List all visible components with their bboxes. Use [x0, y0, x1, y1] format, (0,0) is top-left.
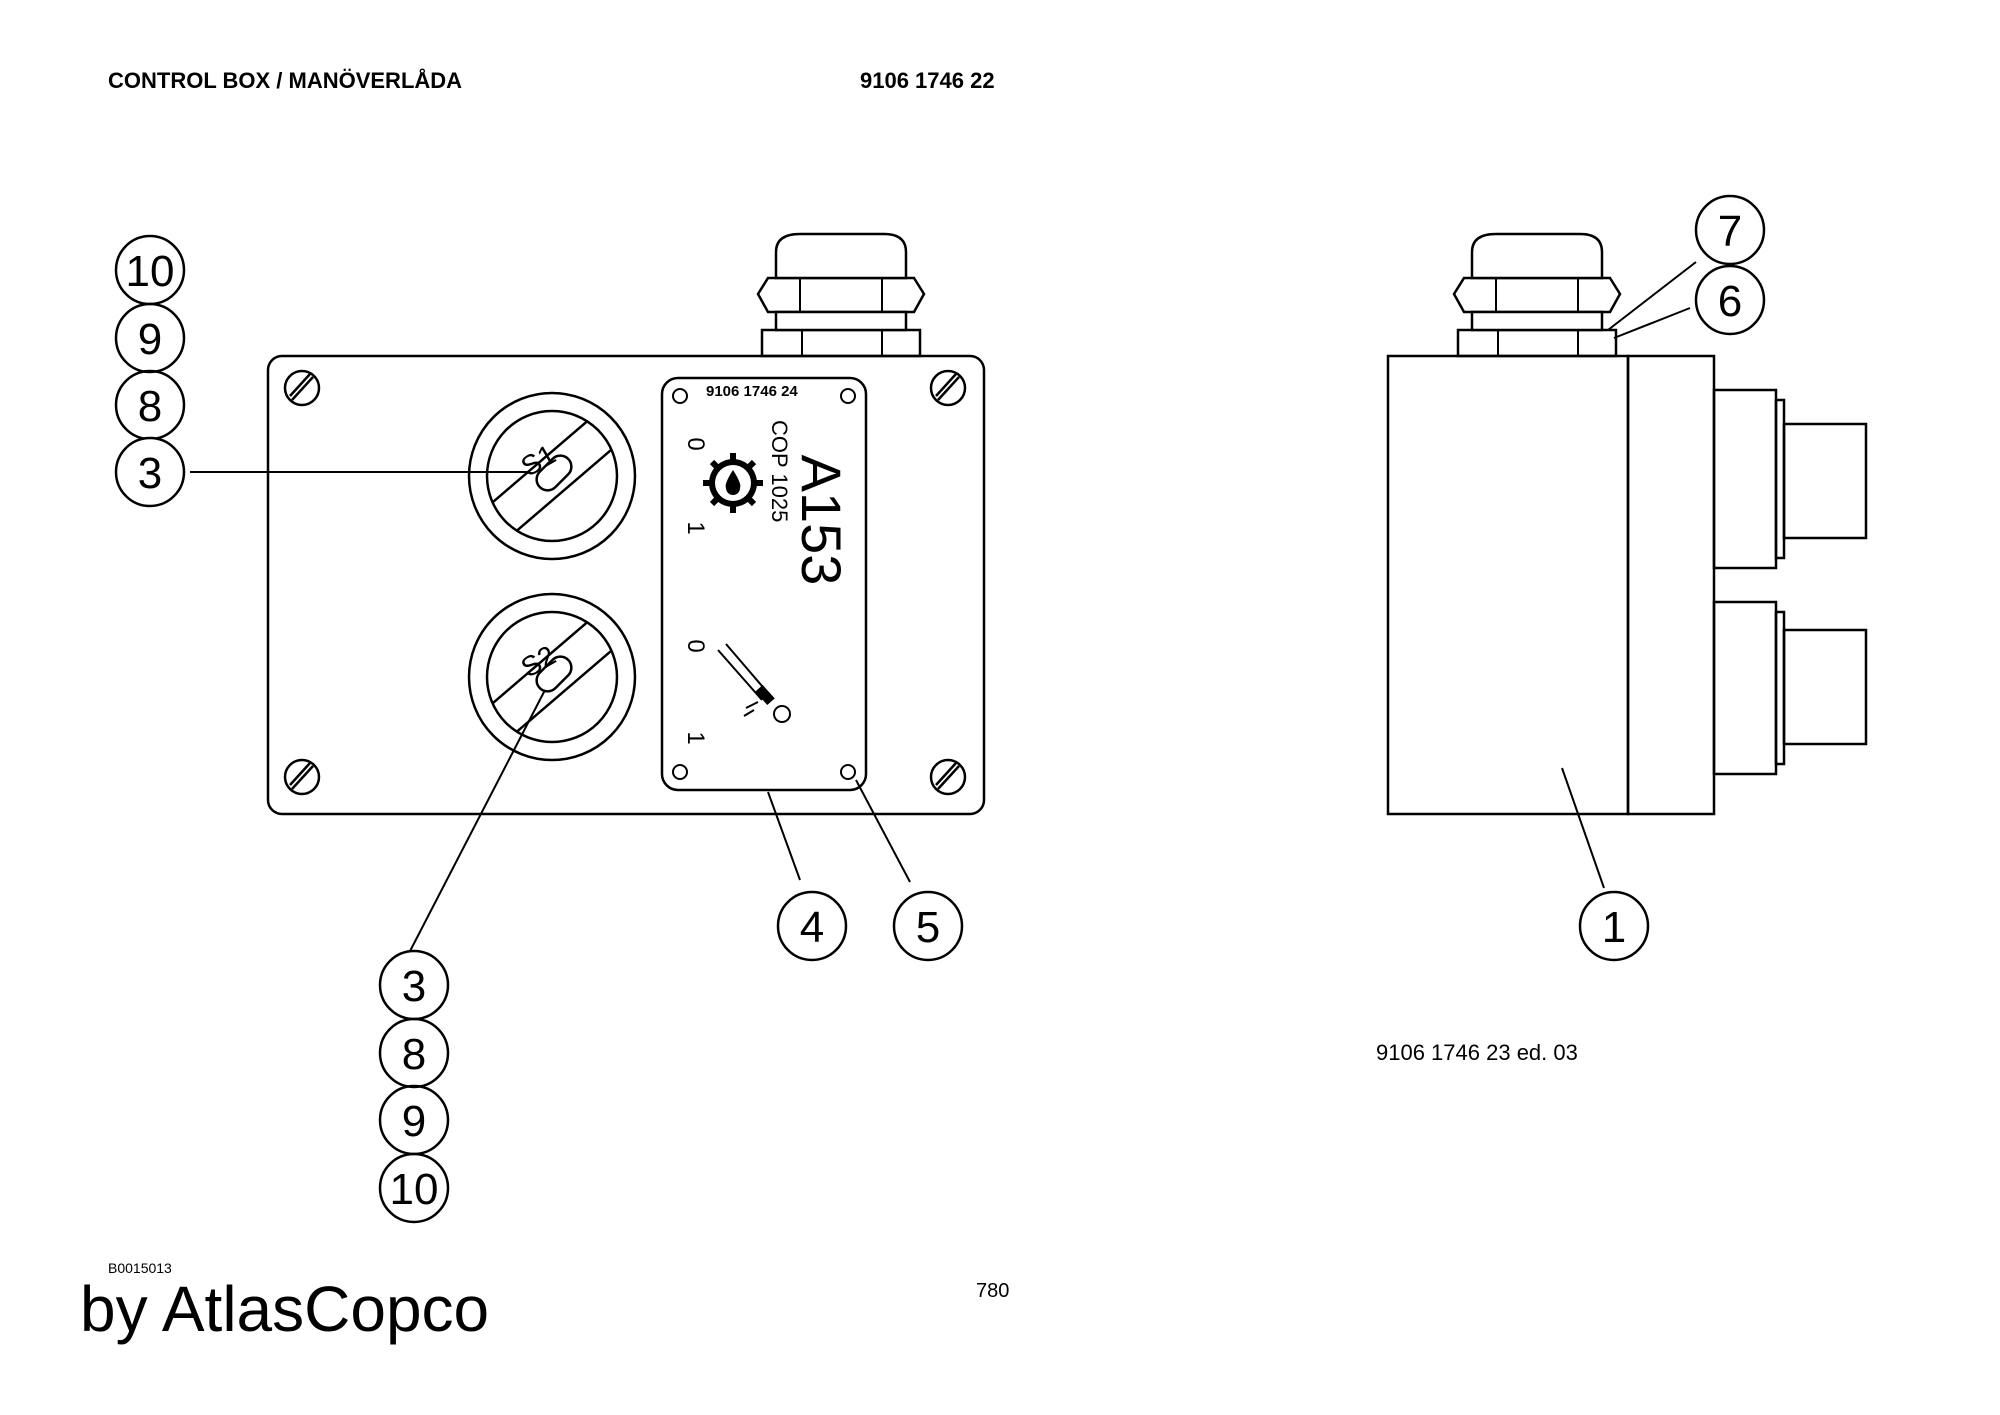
plate-s2-pos-1: 1 [682, 731, 709, 744]
svg-text:10: 10 [390, 1165, 439, 1214]
front-view: S1 S2 9106 1746 24 COP 1025 A153 0 1 0 [190, 232, 986, 956]
svg-text:10: 10 [126, 247, 175, 296]
image-reference: B0015013 [108, 1260, 172, 1276]
corner-screws [283, 369, 967, 796]
plate-part-number: 9106 1746 24 [706, 383, 798, 400]
callout-3-upper: 3 [114, 436, 186, 508]
svg-text:9: 9 [402, 1097, 426, 1146]
leader-7 [1607, 261, 1697, 331]
svg-text:3: 3 [138, 449, 162, 498]
drawing-number: 9106 1746 23 ed. 03 [1376, 1040, 1578, 1065]
callout-9-lower: 9 [378, 1084, 450, 1156]
svg-text:7: 7 [1718, 207, 1742, 256]
svg-text:3: 3 [402, 962, 426, 1011]
callout-10-upper: 10 [114, 234, 186, 306]
leader-6 [1613, 307, 1691, 339]
callout-8-upper: 8 [114, 369, 186, 441]
callout-10-lower: 10 [378, 1152, 450, 1224]
page-number: 780 [976, 1280, 1010, 1302]
switch-s1: S1 [467, 391, 637, 561]
leader-4 [767, 791, 801, 881]
callouts: 10 9 8 3 3 8 9 10 [114, 194, 1766, 1224]
switch-actuators-side [1712, 388, 1868, 776]
switch-s2: S2 [467, 592, 637, 762]
callout-7: 7 [1694, 194, 1766, 266]
side-body [1386, 354, 1630, 816]
brand-text: by AtlasCopco [80, 1273, 490, 1345]
svg-text:8: 8 [138, 382, 162, 431]
lubrication-gear-icon [703, 453, 763, 513]
enclosure-body [266, 354, 986, 816]
plate-model: COP 1025 [767, 420, 792, 522]
callout-4: 4 [776, 890, 848, 962]
side-cover [1626, 354, 1716, 816]
plate-s2-pos-0: 0 [682, 639, 709, 652]
svg-text:5: 5 [916, 903, 940, 952]
callout-6: 6 [1694, 264, 1766, 336]
plate-s1-pos-1: 1 [682, 521, 709, 534]
plate-s1-pos-0: 0 [682, 437, 709, 450]
callout-1: 1 [1578, 890, 1650, 962]
svg-text:9: 9 [138, 315, 162, 364]
label-plate: 9106 1746 24 COP 1025 A153 0 1 0 1 [660, 376, 868, 792]
cable-gland [756, 232, 926, 358]
callout-3-lower: 3 [378, 949, 450, 1021]
svg-text:6: 6 [1718, 277, 1742, 326]
part-number: 9106 1746 22 [860, 68, 995, 93]
plate-designation: A153 [790, 455, 853, 586]
svg-text:1: 1 [1602, 903, 1626, 952]
leader-3-lower [407, 689, 546, 956]
drill-icon [717, 643, 791, 723]
side-view [1386, 232, 1868, 889]
svg-text:8: 8 [402, 1030, 426, 1079]
leader-1 [1561, 767, 1605, 889]
callout-5: 5 [892, 890, 964, 962]
callout-8-lower: 8 [378, 1017, 450, 1089]
document-title: CONTROL BOX / MANÖVERLÅDA [108, 68, 463, 93]
leader-5 [855, 779, 911, 883]
callout-9-upper: 9 [114, 302, 186, 374]
svg-text:4: 4 [800, 903, 824, 952]
